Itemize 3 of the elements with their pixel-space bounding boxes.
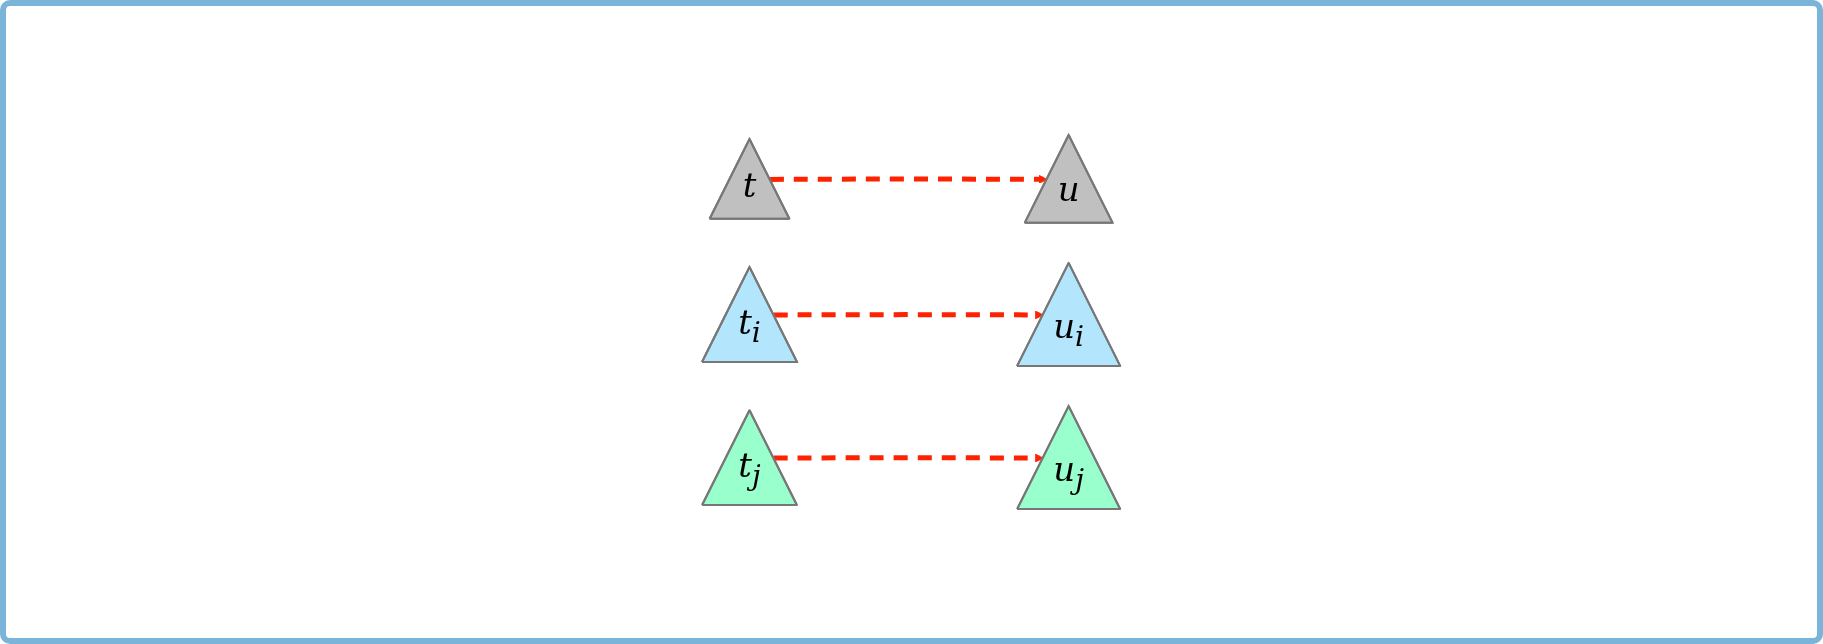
arrow <box>774 453 1045 463</box>
arrow <box>774 310 1045 320</box>
arrow <box>770 174 1048 184</box>
